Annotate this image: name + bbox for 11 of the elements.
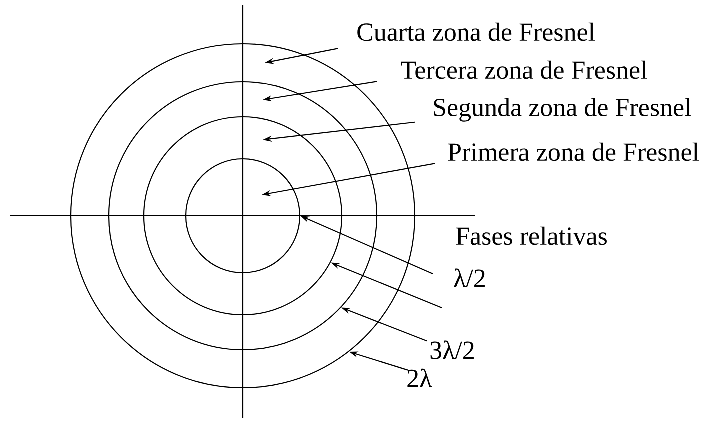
zone-label: Cuarta zona de Fresnel — [358, 22, 596, 42]
circle — [143, 116, 343, 316]
zone-label: 3λ/2 — [430, 340, 474, 360]
zone-label: Segunda zona de Fresnel — [434, 98, 692, 122]
zone-label: Primera zona de Fresnel — [448, 142, 700, 162]
zone-label: 2λ — [408, 368, 432, 388]
circle — [185, 158, 301, 274]
zone-label: Tercera zona de Fresnel — [401, 60, 648, 80]
circle — [108, 81, 378, 351]
heading-label: Fases relativas — [456, 226, 607, 246]
zone-label: λ/2 — [454, 268, 485, 288]
